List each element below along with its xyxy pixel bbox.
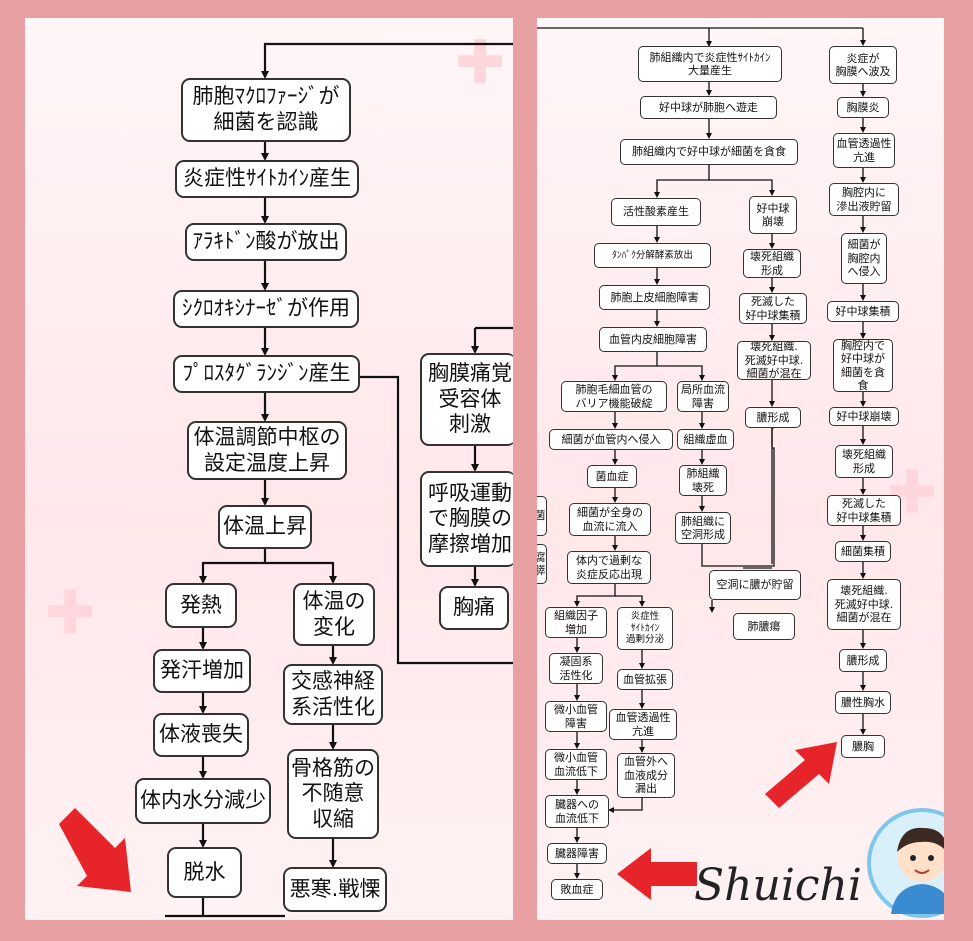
node-temp-rise: 体温上昇 [218, 505, 312, 549]
node-cavity: 肺組織に 空洞形成 [675, 512, 731, 544]
node-mixed: 壊死組織. 死滅好中球. 細菌が混在 [737, 341, 811, 380]
node-tissue-ischemia: 組織虚血 [677, 429, 734, 450]
node-permeability: 血管透過性 亢進 [609, 709, 677, 740]
node-to-pleura: 炎症が 胸膜へ波及 [829, 46, 897, 84]
node-necrotic-tissue: 壊死組織 形成 [743, 249, 801, 278]
node-water-loss: 体内水分減少 [135, 778, 271, 824]
node-chest-pain: 胸痛 [439, 586, 509, 630]
node-dead-2: 死滅した 好中球集積 [827, 495, 901, 526]
right-flowchart-panel: ✚ [537, 18, 944, 920]
node-chills: 悪寒.戦慄 [283, 867, 387, 912]
node-neutrophil-migrate: 好中球が肺胞へ遊走 [640, 96, 777, 119]
node-pus: 膿形成 [745, 407, 801, 428]
node-dead-neutrophil: 死滅した 好中球集積 [739, 293, 807, 324]
node-fluid-loss: 体液喪失 [153, 713, 249, 757]
node-edge-cut-2: 腐 膵 [537, 544, 547, 584]
node-fever: 発熱 [165, 583, 237, 628]
node-sweat: 発汗増加 [153, 649, 251, 693]
node-lung-necrosis: 肺組織 壊死 [679, 465, 727, 496]
node-breathing: 呼吸運動 で胸膜の 摩擦増加 [420, 471, 513, 567]
node-sepsis: 敗血症 [551, 879, 603, 900]
node-excess-inflammation: 体内で過剰な 炎症反応出現 [567, 551, 651, 584]
character-avatar [867, 808, 944, 918]
cross-decoration: ✚ [455, 28, 506, 98]
node-permeability-2: 血管透過性 亢進 [833, 133, 895, 168]
node-protease: ﾀﾝﾊﾟｸ分解酵素放出 [594, 243, 711, 268]
node-organ-flow: 臓器への 血流低下 [545, 795, 609, 828]
cross-decoration: ✚ [45, 578, 96, 648]
avatar-icon [891, 827, 944, 914]
signature-text: Shuichi [694, 860, 862, 911]
node-leakage: 血管外へ 血液成分 漏出 [617, 753, 675, 798]
node-ros: 活性酸素産生 [611, 198, 701, 226]
node-local-blood: 局所血流 障害 [677, 381, 729, 412]
node-thermo-center: 体温調節中枢の 設定温度上昇 [187, 421, 347, 480]
node-edge-cut-1: 菌 [537, 496, 547, 536]
red-arrow-icon [59, 808, 131, 892]
node-effusion: 胸腔内に 滲出液貯留 [829, 183, 899, 216]
node-abscess: 肺膿瘍 [733, 613, 795, 640]
node-microvascular-damage: 微小血管 障害 [545, 701, 607, 732]
node-dehydration: 脱水 [167, 847, 242, 898]
left-flowchart-panel: ✚ ✚ [25, 18, 513, 920]
node-mixed-2: 壊死組織. 死滅好中球. 細菌が混在 [827, 579, 901, 630]
node-neutrophil-collapse-2: 好中球崩壊 [829, 407, 899, 426]
node-endothelial-damage: 血管内皮細胞障害 [599, 327, 707, 352]
node-barrier-break: 肺胞毛細血管の バリア機能破綻 [561, 381, 667, 412]
node-bacteria-blood: 細菌が血管内へ侵入 [549, 429, 673, 450]
node-pyothorax: 膿性胸水 [835, 691, 891, 714]
node-bacteria-gather: 細菌集積 [835, 541, 891, 562]
node-coagulation: 凝固系 活性化 [549, 653, 603, 684]
node-bacteria-pleural: 細菌が 胸腔内 へ侵入 [841, 233, 887, 284]
node-bacteria-spread: 細菌が全身の 血流に流入 [569, 503, 651, 536]
node-sympathetic: 交感神経 系活性化 [283, 664, 383, 725]
node-neutrophil-eat: 肺組織内で好中球が細菌を貪食 [620, 139, 798, 165]
node-pus-2: 膿形成 [839, 649, 887, 672]
node-empyema: 膿胸 [841, 735, 885, 758]
node-tissue-factor: 組織因子 増加 [545, 607, 607, 638]
node-cytokine-excess: 炎症性 ｻｲﾄｶｲﾝ 過剰分泌 [617, 607, 673, 650]
node-pleura-receptor: 胸膜痛覚 受容体 刺激 [420, 353, 513, 446]
node-macrophage: 肺胞ﾏｸﾛﾌｧｰｼﾞが 細菌を認識 [181, 78, 351, 142]
node-vasodilation: 血管拡張 [617, 669, 673, 690]
red-arrow-icon [617, 848, 697, 900]
node-alveolar-damage: 肺胞上皮細胞障害 [599, 285, 710, 310]
node-temp-change: 体温の 変化 [293, 583, 375, 646]
node-micro-flow: 微小血管 血流低下 [545, 749, 607, 780]
node-muscle: 骨格筋の 不随意 収縮 [287, 749, 379, 839]
node-neutrophil-gather: 好中球集積 [827, 301, 899, 322]
node-prostaglandin: ﾌﾟﾛｽﾀｸﾞﾗﾝｼﾞﾝ産生 [173, 355, 360, 393]
node-necrotic-2: 壊死組織 形成 [835, 445, 893, 478]
node-lung-cytokine: 肺組織内で炎症性ｻｲﾄｶｲﾝ 大量産生 [638, 46, 782, 82]
node-pleural-eat: 胸腔内で 好中球が 細菌を貪食 [833, 339, 893, 392]
node-cytokine: 炎症性ｻｲﾄｶｲﾝ産生 [175, 160, 359, 198]
node-bacteremia: 菌血症 [587, 465, 637, 488]
node-arachidonic: ｱﾗｷﾄﾞﾝ酸が放出 [185, 223, 347, 261]
node-organ-failure: 臓器障害 [547, 843, 607, 864]
red-arrow-icon [765, 742, 837, 808]
node-neutrophil-collapse: 好中球 崩壊 [749, 196, 797, 234]
node-pleuritis: 胸膜炎 [837, 97, 889, 118]
node-cavity-pus: 空洞に膿が貯留 [709, 570, 801, 600]
node-cyclooxygenase: ｼｸﾛｵｷｼﾅｰｾﾞが作用 [173, 290, 359, 328]
